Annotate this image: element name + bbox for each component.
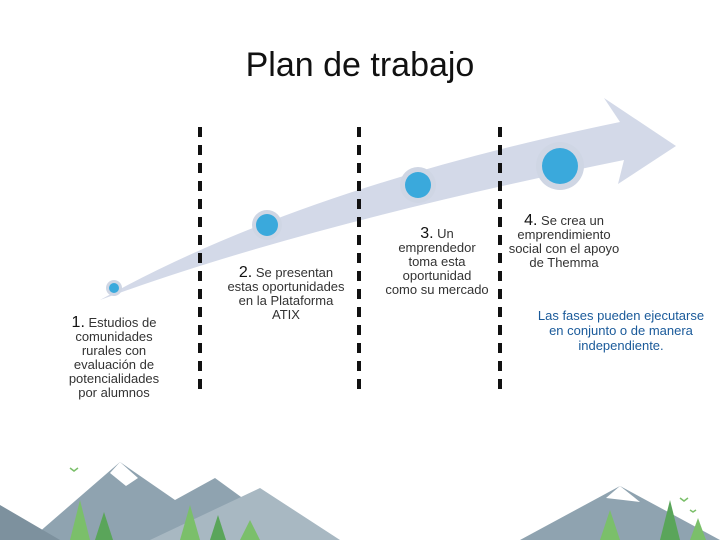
milestone-dot-2 — [256, 214, 278, 236]
step-1-lead: Estudios de — [88, 315, 157, 330]
step-3-text: 3. Un emprendedor toma esta oportunidad … — [385, 225, 489, 297]
milestone-dot-4 — [542, 148, 578, 184]
milestone-dot-1 — [109, 283, 119, 293]
step-3-description: emprendedor toma esta oportunidad como s… — [385, 240, 489, 297]
step-3-number: 3. — [420, 225, 434, 242]
step-4-description: emprendimiento social con el apoyo de Th… — [508, 227, 620, 270]
step-1-number: 1. — [71, 314, 85, 331]
step-4-lead: Se crea un — [541, 213, 604, 228]
step-2-number: 2. — [238, 264, 253, 281]
milestone-dot-3 — [405, 172, 431, 198]
step-2-description: estas oportunidades en la Plataforma ATI… — [227, 279, 345, 322]
phases-note: Las fases pueden ejecutarse en conjunto … — [537, 308, 705, 353]
step-1-text: 1. Estudios de comunidades rurales con e… — [58, 314, 170, 400]
step-2-text: 2. Se presentan estas oportunidades en l… — [226, 264, 346, 322]
slide-title: Plan de trabajo — [245, 46, 475, 84]
step-1-description: comunidades rurales con evaluación de po… — [68, 329, 160, 400]
mountains-illustration — [0, 462, 720, 540]
step-4-number: 4. — [524, 212, 538, 229]
step-4-text: 4. Se crea un emprendimiento social con … — [508, 212, 620, 270]
step-3-lead: Un — [437, 226, 454, 241]
step-2-lead: Se presentan — [255, 265, 334, 280]
progress-arrow — [100, 98, 676, 300]
